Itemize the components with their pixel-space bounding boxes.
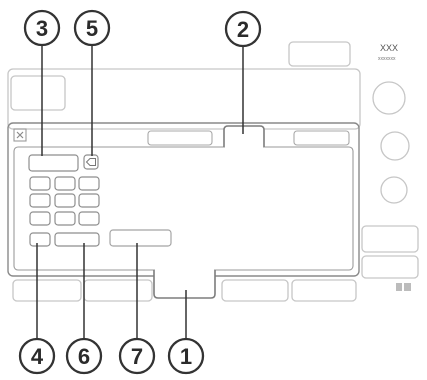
callout-7-label: 7	[131, 344, 143, 369]
backspace-button[interactable]	[83, 154, 99, 170]
close-button[interactable]	[13, 128, 27, 142]
keypad-key[interactable]	[29, 176, 51, 191]
callout-3-label: 3	[36, 16, 48, 41]
title-right-button[interactable]	[293, 130, 350, 146]
bg-side-button-2	[361, 255, 419, 279]
callout-2-label: 2	[237, 17, 249, 42]
leader-lines	[36, 46, 244, 338]
title-field[interactable]	[147, 130, 213, 146]
dialog-window	[7, 122, 360, 277]
bg-bottom-button-2	[83, 279, 153, 302]
bg-knob-1	[372, 81, 406, 115]
callout-3: 3	[23, 9, 61, 47]
keypad-key[interactable]	[54, 176, 76, 191]
callout-7: 7	[118, 337, 156, 375]
bg-bottom-button-5	[291, 279, 357, 302]
callout-6: 6	[65, 337, 103, 375]
bg-knob-2	[380, 131, 410, 161]
callout-4-label: 4	[31, 344, 44, 369]
bg-knob-3	[380, 176, 408, 204]
callout-4: 4	[18, 337, 56, 375]
bg-bottom-button-4	[221, 279, 289, 302]
bg-top-panel	[7, 68, 361, 130]
keypad-key[interactable]	[78, 176, 100, 191]
callout-1: 1	[167, 337, 205, 375]
callout-6-label: 6	[78, 344, 90, 369]
key-6[interactable]	[54, 232, 100, 247]
key-4[interactable]	[29, 232, 51, 247]
bg-side-button-1	[361, 225, 419, 253]
bg-left-box	[10, 75, 66, 111]
background-screen	[7, 41, 419, 302]
backspace-icon	[85, 158, 96, 166]
bg-bottom-button-1	[12, 279, 82, 302]
keypad-key[interactable]	[29, 211, 51, 226]
top-tab[interactable]	[223, 125, 265, 147]
callout-5: 5	[73, 9, 111, 47]
keypad-key[interactable]	[29, 193, 51, 208]
keypad-key[interactable]	[78, 193, 100, 208]
keypad-key[interactable]	[78, 211, 100, 226]
bg-top-right-button	[288, 41, 351, 67]
header-label: XXX	[380, 43, 398, 53]
bottom-tab[interactable]	[153, 270, 216, 299]
callout-1-label: 1	[180, 344, 192, 369]
keypad-key[interactable]	[54, 211, 76, 226]
field-7[interactable]	[109, 229, 172, 247]
keypad-key[interactable]	[54, 193, 76, 208]
lock-icon	[396, 283, 411, 291]
close-x-icon	[16, 131, 24, 139]
callout-2: 2	[224, 10, 262, 48]
keypad	[29, 176, 100, 247]
entry-field[interactable]	[28, 154, 79, 172]
header-sublabel: xxxxxxx	[378, 56, 396, 62]
callout-5-label: 5	[86, 16, 98, 41]
